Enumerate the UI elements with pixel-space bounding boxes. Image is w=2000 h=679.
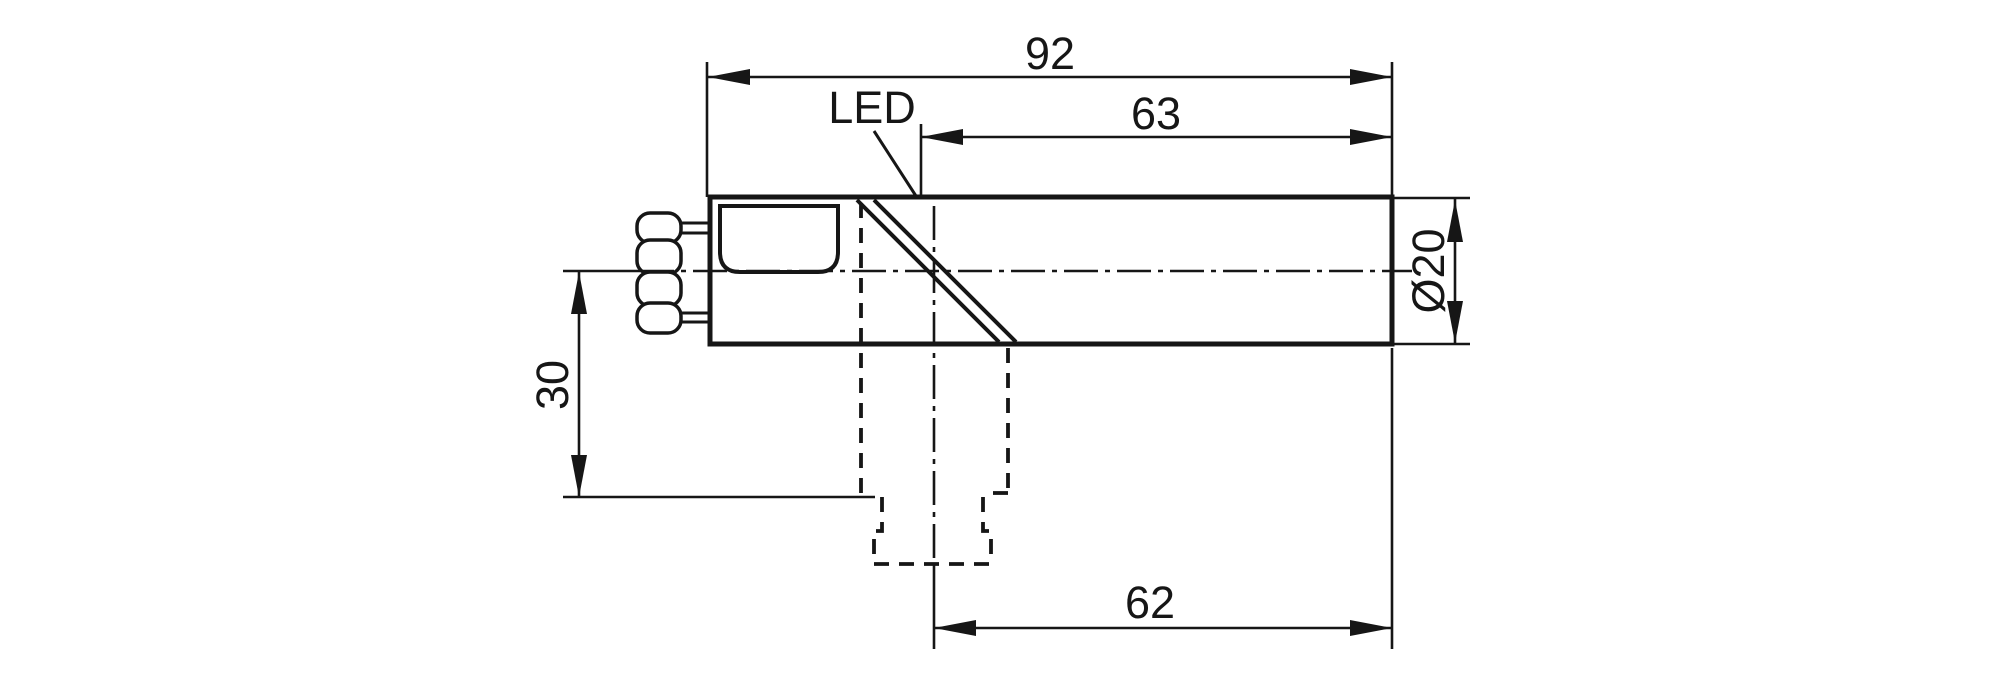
dimension-text-92: 92 [1025, 28, 1075, 79]
dimension-diameter: Ø20 [1394, 196, 1470, 346]
dimension-text-63: 63 [1131, 88, 1181, 139]
dimension-text-30: 30 [527, 360, 578, 410]
arrowhead-dia20-top [1447, 200, 1463, 242]
led-label: LED [828, 82, 916, 133]
arrowhead-63-right [1350, 129, 1392, 145]
dimension-text-62: 62 [1125, 577, 1175, 628]
arrowhead-62-right [1350, 620, 1392, 636]
hidden-connector-right-step [981, 497, 993, 564]
dimension-text-dia20: Ø20 [1403, 228, 1454, 313]
dimension-connector-to-face: 62 [934, 348, 1394, 649]
arrowhead-92-right [1350, 69, 1392, 85]
arrowhead-30-bottom [571, 455, 587, 497]
led-leader-line [872, 130, 918, 197]
arrowhead-63-left [921, 129, 963, 145]
dimension-overall-length: 92 [705, 28, 1394, 197]
hidden-rotated-connector [859, 203, 1010, 566]
arrowhead-62-left [934, 620, 976, 636]
centerlines [563, 206, 1412, 649]
hidden-connector-left-step [872, 497, 884, 564]
hex-nut-facet-2 [635, 238, 683, 276]
arrowhead-30-top [571, 272, 587, 314]
arrowhead-dia20-bottom [1447, 301, 1463, 343]
hex-nut-facet-4 [635, 301, 683, 335]
rotatable-head-separation-line-2 [872, 198, 1018, 344]
dimension-connector-height: 30 [527, 272, 875, 499]
hex-nut-facet-3 [635, 270, 683, 308]
arrowhead-92-left [708, 69, 750, 85]
led-callout: LED [828, 82, 918, 197]
dimension-head-length: 63 [919, 88, 1392, 197]
connector-plug [635, 211, 709, 335]
plug-barrel-lines [681, 221, 709, 324]
